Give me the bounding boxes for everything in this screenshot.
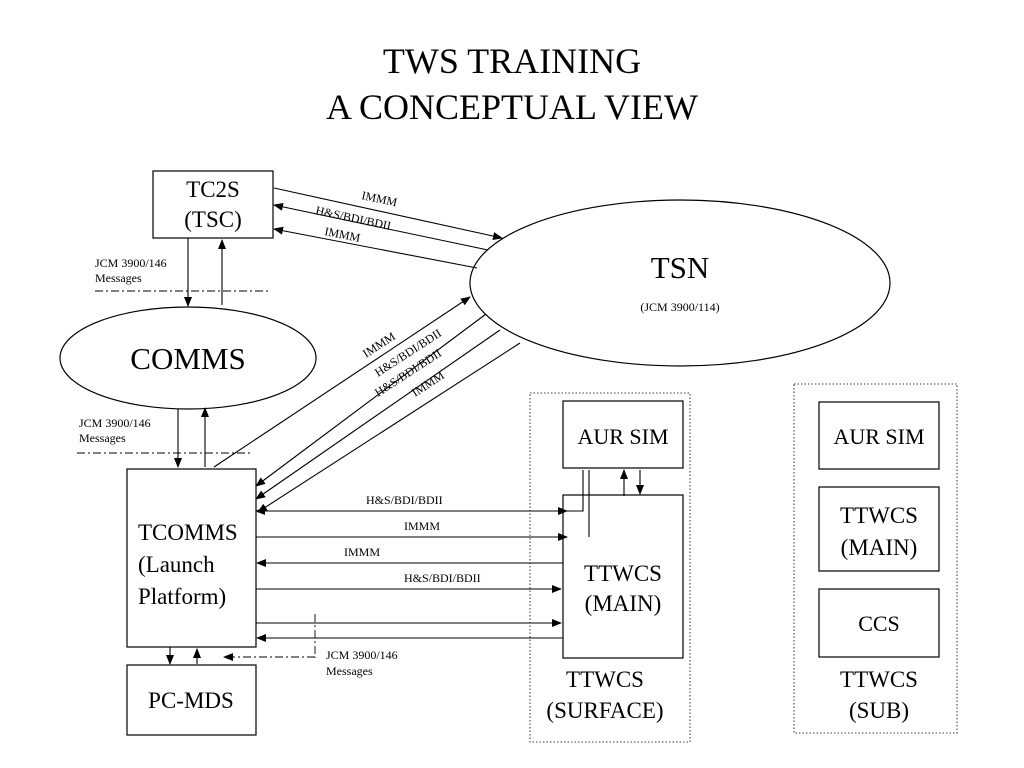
tc2s-tsn-link-2	[273, 202, 489, 251]
tc2s-node: TC2S (TSC)	[152, 170, 274, 239]
tc2s-tsn-label-3: IMMM	[323, 224, 361, 245]
tc2s-tsn-links	[273, 187, 503, 269]
pcmds-label: PC-MDS	[148, 688, 234, 713]
comms-tcomms-msg-sublabel: Messages	[79, 431, 126, 445]
tcomms-ttwcs-links	[255, 507, 569, 642]
tcomms-pcmds-msg-sublabel: Messages	[326, 664, 373, 678]
tcomms-ttwcs-label-3: IMMM	[344, 545, 380, 559]
diagram-title-line-2: A CONCEPTUAL VIEW	[326, 87, 698, 127]
tcomms-pcmds-msg-label: JCM 3900/146	[326, 648, 398, 662]
sub-ccs-label: CCS	[858, 611, 900, 636]
surface-ttwcs-sublabel: (MAIN)	[585, 591, 662, 616]
tcomms-tsn-links	[213, 296, 521, 513]
tc2s-tsn-label-1: IMMM	[360, 188, 398, 209]
tcomms-node: TCOMMS (Launch Platform)	[126, 468, 257, 648]
tsn-label: TSN	[651, 250, 710, 285]
ttwcs-sub-group: AUR SIM TTWCS (MAIN) CCS TTWCS (SUB)	[793, 383, 958, 734]
tcomms-pcmds-links	[166, 647, 201, 665]
tc2s-comms-links	[184, 238, 226, 307]
comms-tcomms-links	[174, 407, 209, 468]
tc2s-tsn-link-1	[273, 187, 503, 240]
tcomms-label: TCOMMS	[138, 520, 238, 545]
comms-tcomms-msg-label: JCM 3900/146	[79, 416, 151, 430]
surface-group-label: TTWCS	[566, 667, 644, 692]
tcomms-ttwcs-label-1: H&S/BDI/BDII	[366, 493, 443, 507]
tc2s-label: TC2S	[186, 177, 240, 202]
tcomms-sublabel-2: Platform)	[138, 584, 226, 609]
surface-ttwcs-label: TTWCS	[584, 561, 662, 586]
tc2s-comms-msg-label: JCM 3900/146	[95, 256, 167, 270]
sub-group-label: TTWCS	[840, 667, 918, 692]
tcomms-ttwcs-label-4: H&S/BDI/BDII	[404, 571, 481, 585]
sub-aur-sim-box	[818, 401, 940, 470]
tsn-node: TSN (JCM 3900/114)	[469, 199, 891, 367]
tcomms-sublabel-1: (Launch	[138, 552, 215, 577]
sub-aur-sim-label: AUR SIM	[833, 424, 924, 449]
sub-ccs-box	[818, 588, 940, 658]
ttwcs-surface-group: AUR SIM TTWCS (MAIN) TTWCS (SURFACE)	[529, 392, 691, 743]
sub-group-sublabel: (SUB)	[849, 698, 909, 723]
surface-aur-sim-label: AUR SIM	[577, 424, 668, 449]
surface-ttwcs-box	[562, 494, 684, 659]
tcomms-ttwcs-label-2: IMMM	[404, 519, 440, 533]
tc2s-comms-msg-sublabel: Messages	[95, 271, 142, 285]
aur-sim-links	[569, 469, 644, 537]
tc2s-sublabel: (TSC)	[184, 207, 242, 232]
pcmds-node: PC-MDS	[126, 664, 257, 736]
surface-aur-sim-box	[562, 400, 684, 469]
comms-node: COMMS	[59, 306, 317, 410]
sub-ttwcs-box	[818, 486, 940, 572]
tsn-sublabel: (JCM 3900/114)	[640, 300, 719, 314]
diagram-title-line-1: TWS TRAINING	[382, 41, 642, 81]
sub-ttwcs-sublabel: (MAIN)	[841, 535, 918, 560]
tc2s-tsn-link-3	[273, 226, 478, 269]
surface-group-sublabel: (SURFACE)	[546, 698, 663, 723]
sub-ttwcs-label: TTWCS	[840, 503, 918, 528]
comms-label: COMMS	[130, 341, 245, 376]
